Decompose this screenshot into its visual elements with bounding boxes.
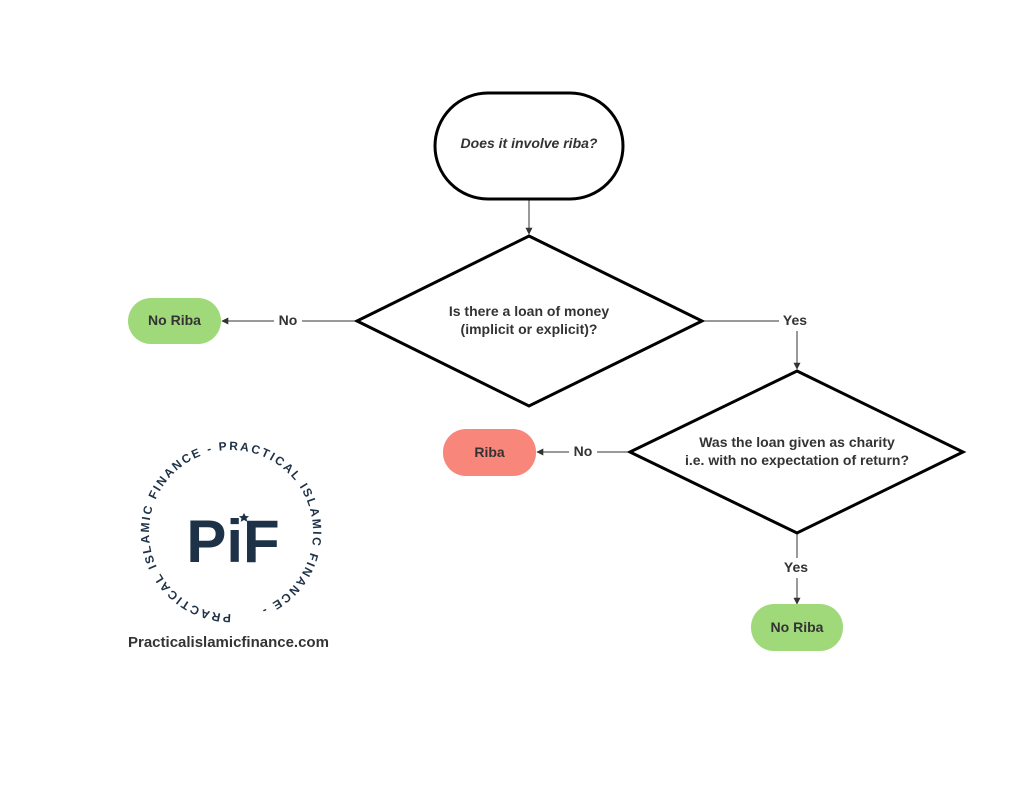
start-node-label: Does it involve riba?: [461, 135, 598, 151]
edge-loan-no-label: No: [279, 312, 298, 328]
edge-charity-no-label-bg: [569, 442, 597, 462]
edge-loan-yes-label: Yes: [783, 312, 807, 328]
charity-decision-line-2: i.e. with no expectation of return?: [685, 452, 909, 468]
riba-node: [443, 429, 536, 476]
edge-charity-yes-label-bg: [780, 558, 814, 578]
no-riba-left-node: [128, 298, 221, 344]
charity-decision-line-1: Was the loan given as charity: [699, 434, 895, 450]
edge-loan-no-label-bg: [274, 311, 302, 331]
charity-decision: [626, 369, 967, 535]
loan-decision-line-1: Is there a loan of money: [449, 303, 609, 319]
logo-mark: PiF: [186, 508, 279, 575]
loan-decision: [353, 234, 706, 408]
no-riba-left-label: No Riba: [148, 312, 201, 328]
website-url: Practicalislamicfinance.com: [128, 634, 329, 651]
start-node: [433, 91, 625, 201]
star-icon: [239, 513, 249, 522]
loan-decision-line-2: (implicit or explicit)?: [461, 321, 598, 337]
edge-charity-yes-label: Yes: [784, 559, 808, 575]
edge-charity-no-label: No: [574, 443, 593, 459]
edge-loan-yes-label-bg: [779, 311, 811, 331]
no-riba-bottom-node: [751, 604, 843, 651]
no-riba-bottom-label: No Riba: [771, 619, 824, 635]
pif-logo: PRACTICAL ISLAMIC FINANCE - PRACTICAL IS…: [138, 439, 322, 625]
riba-label: Riba: [474, 444, 505, 460]
